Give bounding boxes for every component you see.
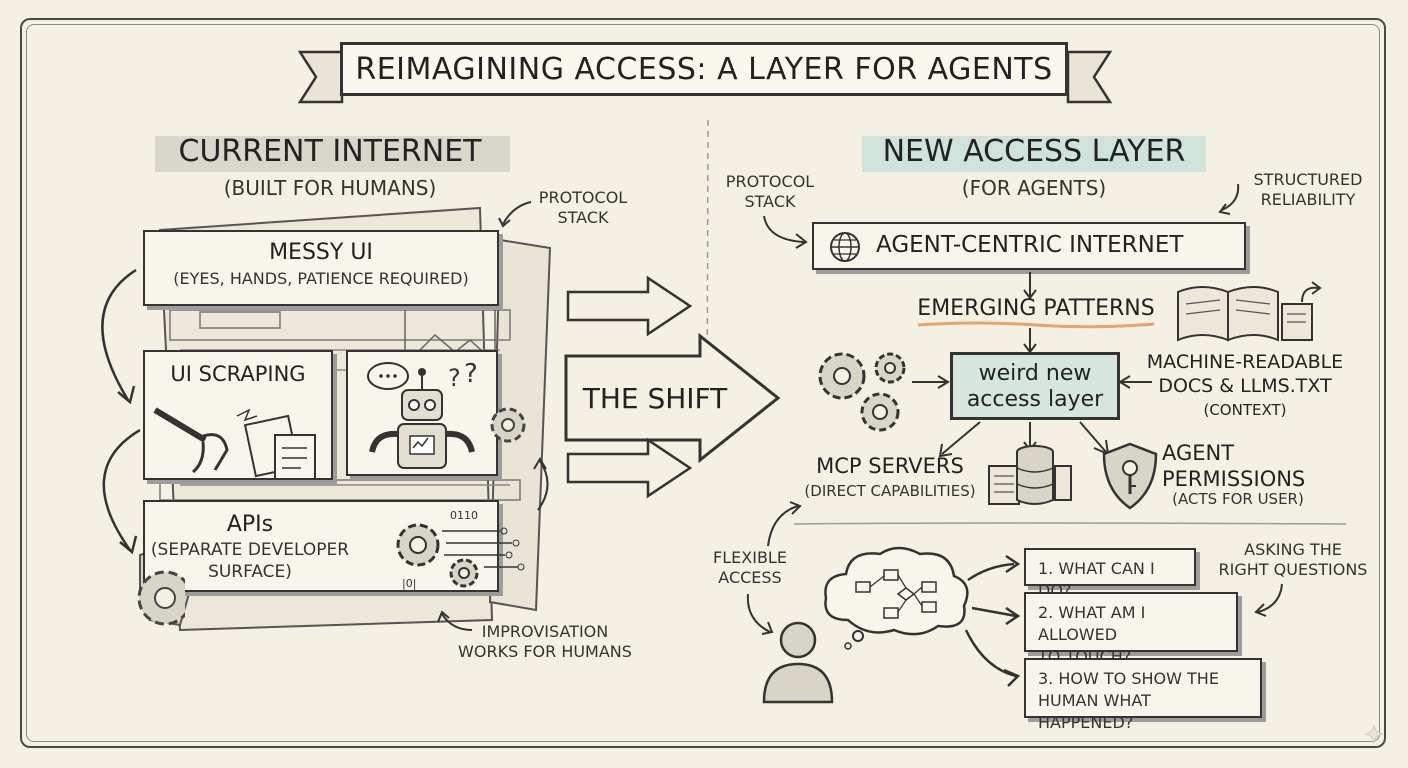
shift-label: THE SHIFT [582,382,728,415]
left-protocol-note: PROTOCOL STACK [538,188,628,227]
svg-text:|0|: |0| [402,577,416,590]
messy-ui-box: MESSY UI (EYES, HANDS, PATIENCE REQUIRED… [143,230,499,306]
protocol-note-arrow [498,201,532,228]
right-heading: NEW ACCESS LAYER [882,134,1186,169]
page-title: REIMAGINING ACCESS: A LAYER FOR AGENTS [340,42,1068,96]
messy-ui-title: MESSY UI [269,240,373,265]
question-1: 1. WHAT CAN I DO? [1024,548,1196,600]
svg-text:0110: 0110 [450,509,478,522]
improvisation-note: IMPROVISATION WORKS FOR HUMANS [458,622,632,661]
gear-icon: 0110 |0| [396,509,525,590]
apis-subtitle: (SEPARATE DEVELOPER SURFACE) [150,540,350,582]
mcp-subtitle: (DIRECT CAPABILITIES) [804,482,976,500]
right-divider [793,522,1347,525]
right-curve-arrow [533,457,549,511]
robot-icon: ? ? [367,359,478,469]
svg-text:?: ? [464,359,478,389]
permissions-line2: PERMISSIONS [1162,467,1306,491]
ui-scraping-box: UI SCRAPING [143,350,333,480]
right-subheading: (FOR AGENTS) [961,176,1107,200]
down-arrow-2 [1023,328,1037,354]
shield-key-icon [1102,442,1158,510]
question-2: 2. WHAT AM I ALLOWED TO TOUCH? [1024,592,1238,666]
improvisation-arrow [437,610,473,631]
permissions-line1: AGENT [1162,441,1235,465]
flexible-arrow [767,501,802,547]
permissions-subtitle: (ACTS FOR USER) [1172,490,1304,508]
access-layer-line2: access layer [966,387,1104,412]
docs-label: MACHINE-READABLE DOCS & LLMS.TXT (CONTEX… [1130,350,1360,422]
book-icon [1177,281,1322,342]
flexible-down-arrow [746,593,774,635]
corner-gear-icon [137,570,185,626]
left-subheading: (BUILT FOR HUMANS) [223,176,437,200]
apis-title: APIs [226,512,274,537]
cloud-flowchart-icon [824,546,969,650]
docs-line2: DOCS & LLMS.TXT [1158,375,1332,397]
person-icon [762,621,834,704]
title-ribbon-tails [297,50,1113,104]
reliability-note: STRUCTURED RELIABILITY [1253,170,1363,209]
emerging-patterns-label: EMERGING PATTERNS [917,296,1155,321]
messy-ui-subtitle: (EYES, HANDS, PATIENCE REQUIRED) [173,269,469,288]
right-protocol-arrow [763,215,808,249]
emerging-underline [917,321,1155,329]
question-3: 3. HOW TO SHOW THE HUMAN WHAT HAPPENED? [1024,658,1262,732]
right-protocol-note: PROTOCOL STACK [725,172,815,211]
side-gear-icon [490,407,526,443]
outer-frame [20,18,1386,748]
apis-box: APIs (SEPARATE DEVELOPER SURFACE) [143,500,499,592]
flexible-note: FLEXIBLE ACCESS [713,548,787,587]
gears-icon [818,352,950,432]
robot-box: ? ? [346,350,498,476]
ui-scraping-title: UI SCRAPING [170,362,306,386]
down-arrow-1 [1023,272,1037,300]
questions-note-arrow [1254,583,1283,617]
question-arrows [964,554,1021,687]
left-heading: CURRENT INTERNET [178,134,482,169]
left-flow-arrows [101,268,141,555]
right-heading-highlight [862,136,1206,172]
database-icon [988,445,1072,505]
agent-centric-internet-label: AGENT-CENTRIC INTERNET [876,232,1184,258]
shift-arrows [564,275,781,499]
globe-icon [830,232,860,262]
reliability-arrow [1218,183,1240,215]
questions-note: ASKING THE RIGHT QUESTIONS [1218,540,1368,579]
permissions-label: AGENT PERMISSIONS [1162,440,1305,492]
svg-text:?: ? [448,364,461,392]
docs-arrow [1118,375,1152,389]
claw-icon [153,407,316,480]
docs-line1: MACHINE-READABLE [1146,351,1344,373]
docs-sub: (CONTEXT) [1203,401,1287,419]
sparkle-icon [1364,724,1384,744]
inner-frame [26,24,1380,742]
access-layer-line1: weird new [978,361,1092,386]
left-heading-highlight [155,136,510,172]
agent-centric-internet-box: AGENT-CENTRIC INTERNET [812,222,1246,270]
access-layer-box: weird new access layer [950,352,1120,420]
mcp-title: MCP SERVERS [816,454,964,478]
